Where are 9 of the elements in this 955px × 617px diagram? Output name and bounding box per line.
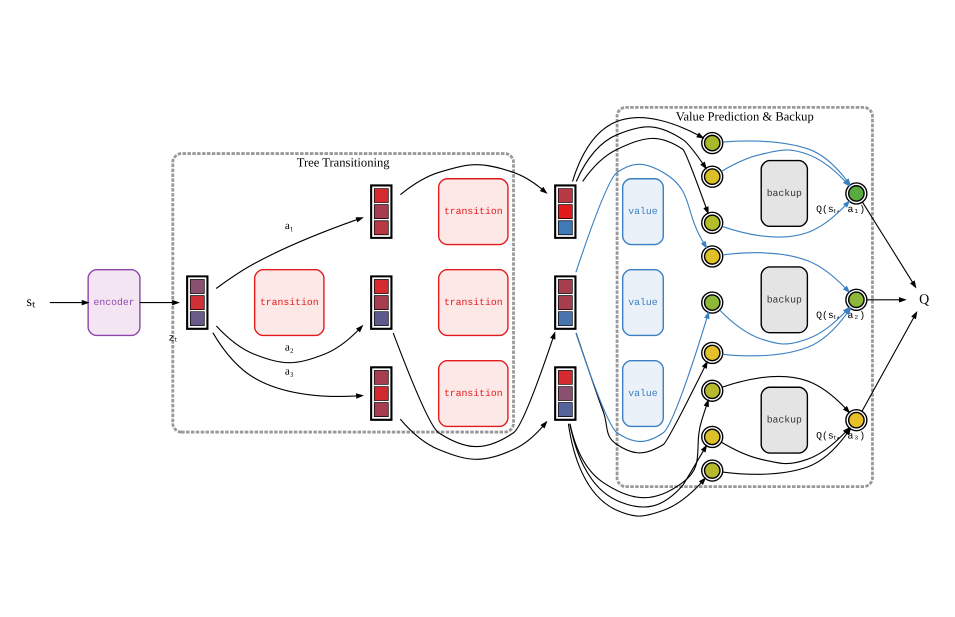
- node-text: Q: [919, 292, 930, 307]
- node-label: zₜ: [168, 332, 176, 344]
- node-text: sₜ: [26, 294, 35, 310]
- node-label: Q(sₜ, a₁): [816, 203, 866, 214]
- edge-label: a₁: [284, 219, 294, 232]
- node-label: Q(sₜ, a₃): [816, 430, 866, 441]
- node-label: Q(sₜ, a₂): [816, 310, 866, 321]
- edge-label: a₃: [284, 365, 294, 378]
- edge-label: a₂: [284, 341, 294, 354]
